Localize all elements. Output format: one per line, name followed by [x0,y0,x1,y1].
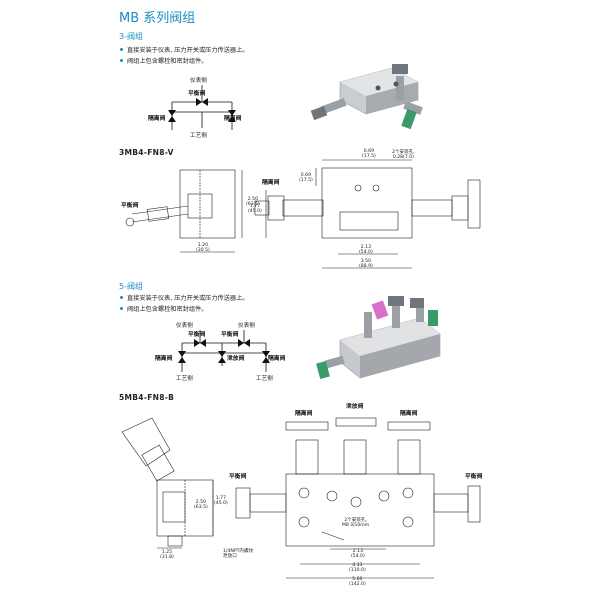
isolation-valve-label: 隔离阀 [295,411,313,417]
vent-valve-label: 泄放阀 [346,404,364,410]
instrument-side-label: 仪表侧 [190,78,207,84]
balance-valve-label: 平衡阀 [465,474,483,480]
process-side-label: 工艺侧 [256,376,273,382]
vent-port-label: 1/4NPT内螺纹泄放口 [223,549,254,560]
isolation-valve-label: 隔离阀 [268,356,286,362]
isolation-valve-label: 隔离阀 [155,356,173,362]
dimension-hole-offset: 0.69(17.5) [299,173,313,184]
process-side-label: 工艺侧 [176,376,193,382]
balance-valve-label: 平衡阀 [188,332,206,338]
isolation-valve-label: 隔离阀 [262,180,280,186]
model-number-5mb4: 5MB4-FN8-B [119,393,175,402]
balance-valve-label: 平衡阀 [121,203,139,209]
mounting-holes-label: 2个安装孔,0.28(7.0) [392,150,415,161]
bullet-item: 阀组上包含螺栓和密封组件。 [120,304,207,313]
isolation-valve-label: 隔离阀 [400,411,418,417]
bullet-item: 直接安装于仪表, 压力开关或压力传送器上。 [120,45,249,54]
dimension-height: 2.50(63.5) [194,500,208,511]
dimension-overall-length: 5.60(142.0) [349,577,366,588]
section-heading-3-valve: 3-阀组 [119,32,143,41]
page-title: MB 系列阀组 [119,11,196,26]
balance-valve-label: 平衡阀 [221,332,239,338]
dimension-height: 2.50(63.5) [246,197,260,208]
instrument-side-label: 仪表侧 [176,323,193,329]
dimension-bore-height: 1.77(45.0) [248,204,262,215]
bullet-item: 直接安装于仪表, 压力开关或压力传送器上。 [120,293,249,302]
dimension-width: 1.20(30.5) [196,243,210,254]
dimension-width: 1.25(31.8) [160,550,174,561]
dimension-overall-length: 3.50(88.9) [359,259,373,270]
dimension-port-spacing: 2.13(54.0) [351,549,365,560]
mounting-holes-label: 2个安装孔,M8 ☒10mm [342,518,370,529]
dimension-hole-spacing: 4.33(110.0) [349,563,366,574]
instrument-side-label: 仪表侧 [238,323,255,329]
balance-valve-label: 平衡阀 [188,91,206,97]
isolation-valve-label: 隔离阀 [224,116,242,122]
bullet-item: 阀组上包含螺栓和密封组件。 [120,56,207,65]
dimension-bore-height: 1.77(45.0) [214,496,228,507]
vent-valve-label: 泄放阀 [227,356,245,362]
section-heading-5-valve: 5-阀组 [119,282,143,291]
process-side-label: 工艺侧 [190,133,207,139]
dimension-hole-offset: 0.69(17.5) [362,149,376,160]
model-number-3mb4: 3MB4-FN8-V [119,148,174,157]
dimension-port-spacing: 2.13(54.0) [359,245,373,256]
balance-valve-label: 平衡阀 [229,474,247,480]
isolation-valve-label: 隔离阀 [148,116,166,122]
